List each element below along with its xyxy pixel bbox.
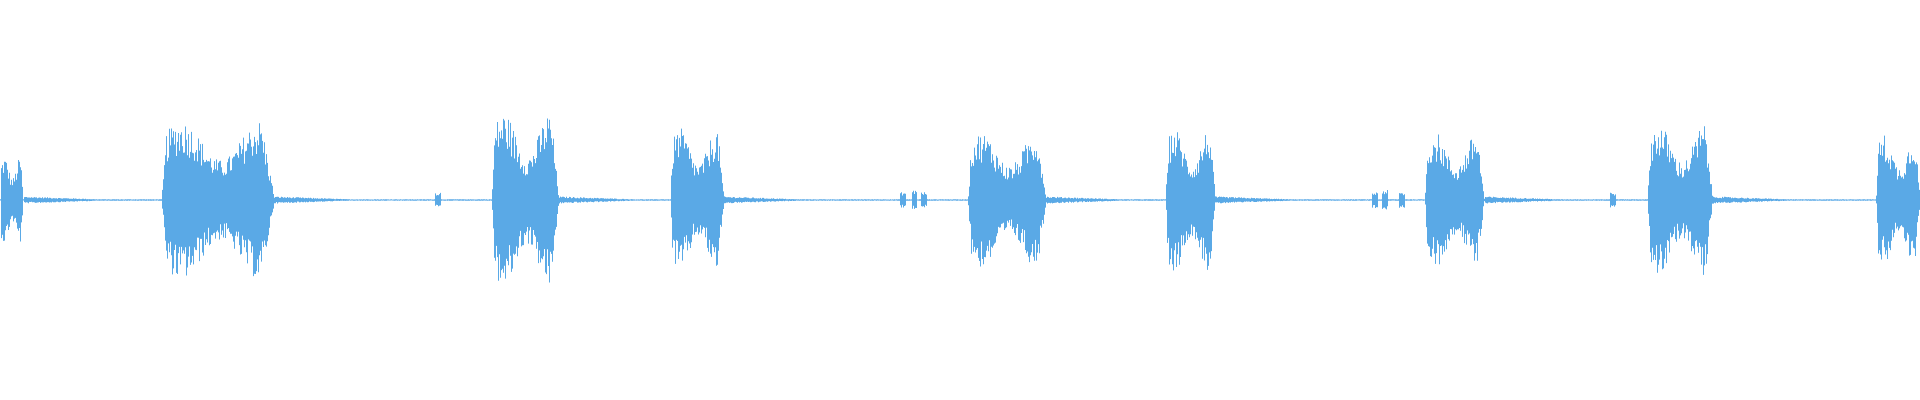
waveform-trace xyxy=(0,118,1920,283)
waveform-signal xyxy=(0,118,1920,283)
